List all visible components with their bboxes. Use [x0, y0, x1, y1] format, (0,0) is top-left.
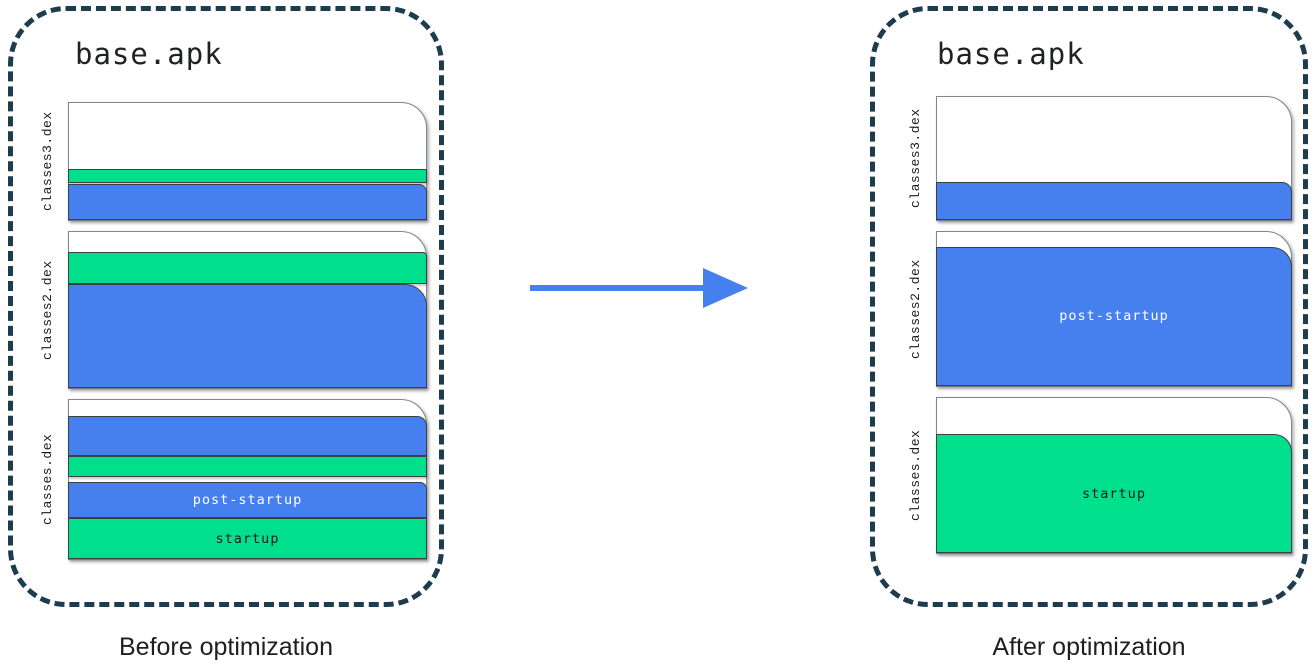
- dex-file-name: classes2.dex: [40, 260, 55, 360]
- right-arrow-icon: [520, 260, 760, 316]
- apk-title: base.apk: [937, 37, 1085, 71]
- segment-label: post-startup: [192, 492, 303, 509]
- blue-code-segment: [68, 284, 427, 388]
- dex-file-shape: [68, 231, 427, 389]
- segment-label: post-startup: [1059, 308, 1169, 325]
- dex-file-stack: classes3.dex classes2.dex classes.dex post-…: [27, 102, 427, 570]
- dex-file-row: classes3.dex: [27, 102, 427, 221]
- dex-file-shape: post-startup startup: [68, 399, 427, 560]
- blue-code-segment: [68, 184, 427, 220]
- dex-file-row: classes.dex startup: [895, 397, 1292, 554]
- apk-title: base.apk: [75, 37, 223, 71]
- green-code-segment: [68, 169, 427, 183]
- post-startup-code-segment: post-startup: [936, 246, 1292, 386]
- dex-file-row: classes2.dex: [27, 231, 427, 389]
- dex-file-shape: startup: [936, 397, 1292, 554]
- dex-file-name: classes.dex: [908, 429, 923, 522]
- dex-file-name: classes.dex: [40, 433, 55, 526]
- green-code-segment: [68, 455, 427, 478]
- dex-file-name: classes3.dex: [40, 111, 55, 212]
- dex-file-name: classes3.dex: [908, 108, 923, 209]
- dex-file-name: classes2.dex: [908, 259, 923, 359]
- dex-file-shape: [68, 102, 427, 221]
- right-arrow-svg: [530, 268, 748, 308]
- dex-file-row: classes.dex post-startup startup: [27, 399, 427, 560]
- startup-code-segment: startup: [68, 518, 427, 559]
- dex-file-row: classes3.dex: [895, 96, 1292, 221]
- post-startup-code-segment: post-startup: [68, 481, 427, 519]
- caption-after: After optimization: [992, 633, 1186, 661]
- caption-before: Before optimization: [118, 633, 333, 661]
- dex-file-shape: [936, 96, 1292, 221]
- blue-code-segment: [68, 415, 427, 456]
- dex-file-row: classes2.dex post-startup: [895, 231, 1292, 387]
- blue-code-segment: [936, 181, 1292, 220]
- panel-after-optimization: base.apk classes3.dex classes2.dex post-st…: [870, 6, 1308, 607]
- dex-file-shape: post-startup: [936, 231, 1292, 387]
- green-code-segment: [68, 251, 427, 285]
- segment-label: startup: [1082, 485, 1146, 502]
- startup-code-segment: startup: [936, 434, 1292, 553]
- segment-label: startup: [215, 530, 280, 547]
